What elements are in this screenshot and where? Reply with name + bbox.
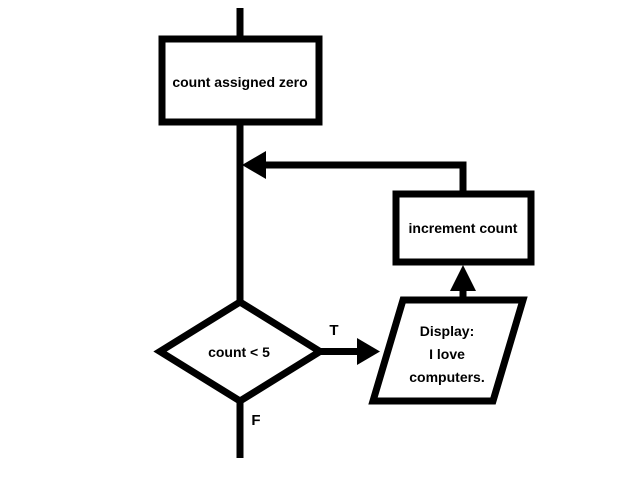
display-node-line-3: computers. bbox=[409, 369, 484, 385]
increment-node-label: increment count bbox=[409, 220, 518, 236]
right-arrowhead-icon bbox=[357, 338, 380, 365]
true-branch-label: T bbox=[329, 322, 338, 339]
display-node-line-1: Display: bbox=[420, 323, 474, 339]
process-node-increment-count bbox=[392, 190, 535, 266]
display-node-line-2: I love bbox=[429, 346, 465, 362]
decision-node-label: count < 5 bbox=[208, 344, 270, 360]
io-node-display bbox=[368, 296, 528, 405]
process-node-label: count assigned zero bbox=[172, 74, 307, 90]
false-branch-label: F bbox=[251, 412, 260, 429]
feedback-arrowhead-icon bbox=[242, 151, 266, 179]
up-arrowhead-icon bbox=[450, 265, 476, 291]
process-node-count-assigned-zero bbox=[158, 35, 323, 126]
feedback-connector-line bbox=[260, 161, 467, 192]
